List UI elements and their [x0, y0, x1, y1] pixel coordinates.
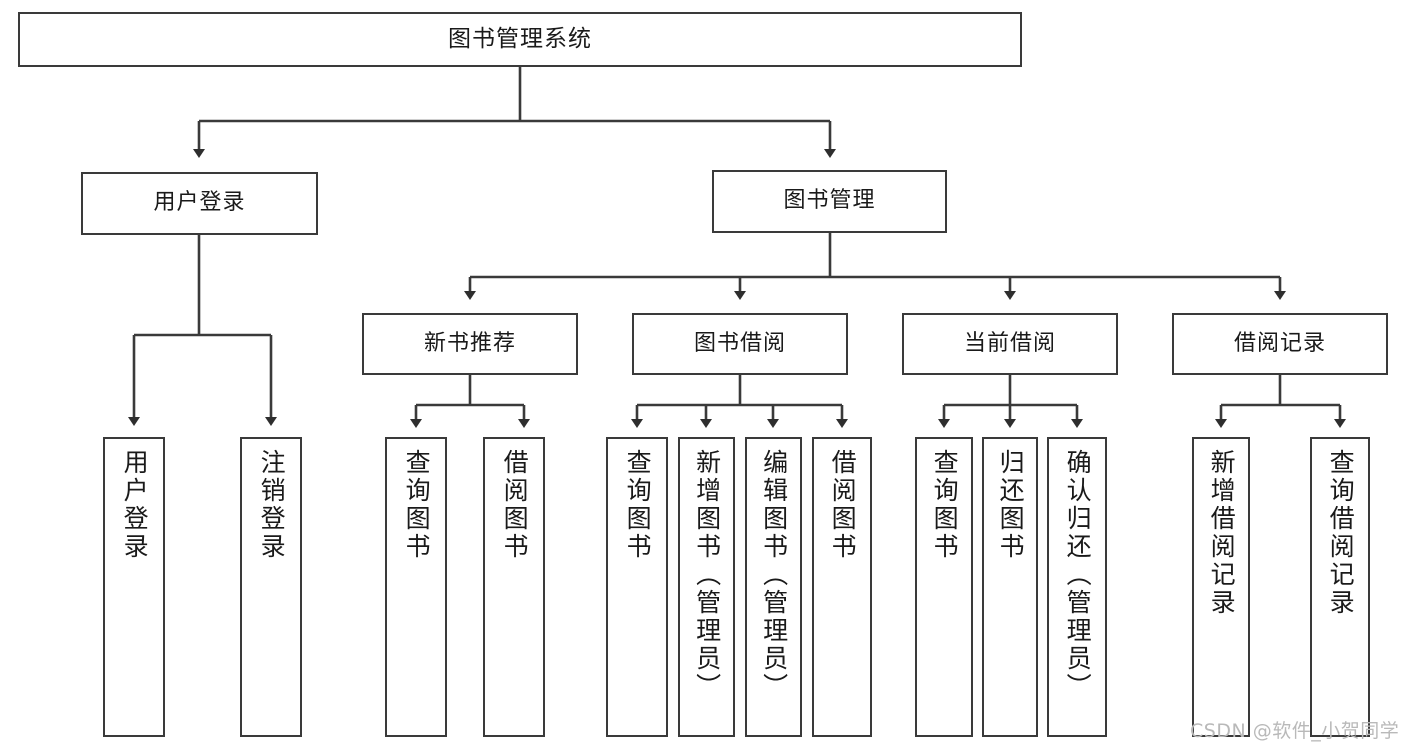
node-label: 当前借阅 — [963, 330, 1056, 356]
node-book-management-system[interactable]: 图书管理系统 — [18, 12, 1022, 67]
node-current-borrow[interactable]: 当前借阅 — [902, 313, 1118, 375]
node-label: 编辑图书（管理员） — [759, 449, 789, 701]
leaf-user-login-logout[interactable]: 注销登录 — [240, 437, 302, 737]
node-label: 注销登录 — [257, 449, 287, 561]
node-label: 查询图书 — [623, 449, 653, 561]
csdn-watermark: CSDN @软件_小贺同学 — [1190, 720, 1400, 742]
leaf-current-return-book[interactable]: 归还图书 — [982, 437, 1038, 737]
node-label: 借阅记录 — [1233, 330, 1326, 356]
node-label: 查询图书 — [930, 449, 960, 561]
leaf-recommend-borrow-book[interactable]: 借阅图书 — [483, 437, 545, 737]
node-label: 图书管理系统 — [448, 25, 592, 52]
leaf-borrow-query-book[interactable]: 查询图书 — [606, 437, 668, 737]
leaf-record-query-record[interactable]: 查询借阅记录 — [1310, 437, 1370, 737]
node-label: 确认归还（管理员） — [1063, 449, 1093, 701]
leaf-borrow-add-book-admin[interactable]: 新增图书（管理员） — [678, 437, 735, 737]
node-label: 借阅图书 — [500, 449, 530, 561]
leaf-user-login-login[interactable]: 用户登录 — [103, 437, 165, 737]
node-borrow-record[interactable]: 借阅记录 — [1172, 313, 1388, 375]
node-new-book-recommend[interactable]: 新书推荐 — [362, 313, 578, 375]
node-user-login[interactable]: 用户登录 — [81, 172, 318, 235]
leaf-borrow-borrow-book[interactable]: 借阅图书 — [812, 437, 872, 737]
leaf-borrow-edit-book-admin[interactable]: 编辑图书（管理员） — [745, 437, 802, 737]
leaf-recommend-query-book[interactable]: 查询图书 — [385, 437, 447, 737]
node-label: 归还图书 — [996, 449, 1026, 561]
node-book-management[interactable]: 图书管理 — [712, 170, 947, 233]
leaf-current-query-book[interactable]: 查询图书 — [915, 437, 973, 737]
node-label: 图书管理 — [783, 188, 876, 214]
leaf-record-add-record[interactable]: 新增借阅记录 — [1192, 437, 1250, 737]
leaf-current-confirm-return-admin[interactable]: 确认归还（管理员） — [1047, 437, 1107, 737]
node-label: 查询借阅记录 — [1326, 449, 1356, 617]
node-label: 用户登录 — [153, 190, 246, 216]
node-label: 查询图书 — [402, 449, 432, 561]
node-book-borrow[interactable]: 图书借阅 — [632, 313, 848, 375]
node-label: 新书推荐 — [423, 330, 516, 356]
node-label: 图书借阅 — [693, 330, 786, 356]
node-label: 借阅图书 — [828, 449, 858, 561]
node-label: 新增图书（管理员） — [692, 449, 722, 701]
node-label: 新增借阅记录 — [1207, 449, 1237, 617]
node-label: 用户登录 — [120, 449, 150, 561]
